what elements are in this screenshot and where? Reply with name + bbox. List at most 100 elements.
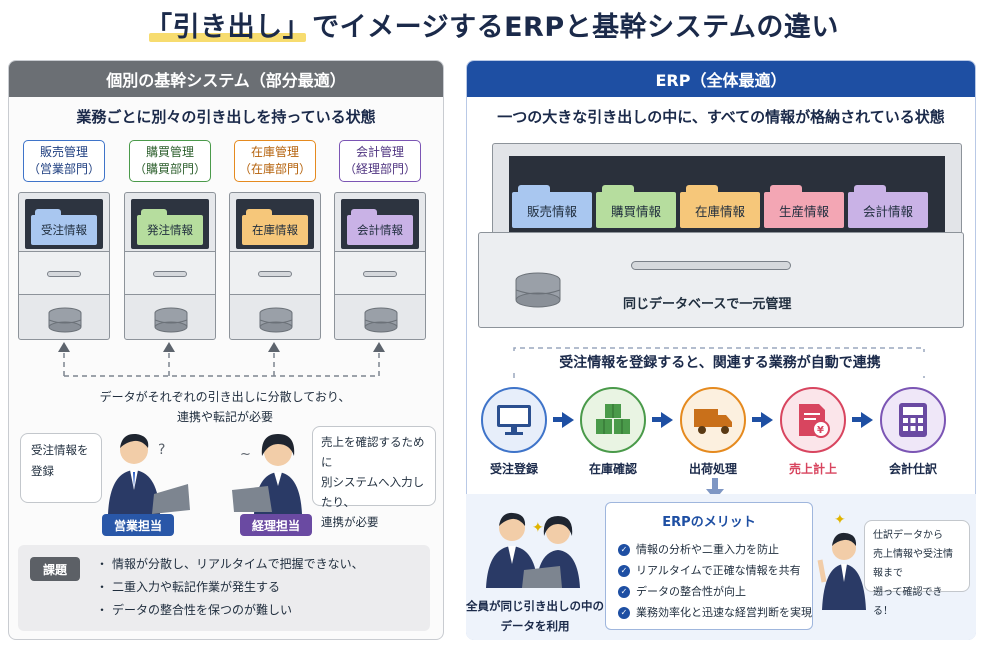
monitor-icon — [497, 405, 531, 435]
issues-box: 課題 情報が分散し、リアルタイムで把握できない、 二重入力や転記作業が発生する … — [18, 545, 430, 631]
cabinet-label-inventory: 在庫管理 （在庫部門） — [234, 140, 316, 182]
team-caption-line1: 全員が同じ引き出しの中の — [466, 599, 604, 613]
invoice-icon: ¥ — [799, 404, 830, 438]
flow-arrow-head — [562, 412, 574, 428]
cabinet-label-sales: 販売管理 （営業部門） — [23, 140, 105, 182]
cabinet-label-line1: 在庫管理 — [250, 145, 299, 159]
svg-text:¥: ¥ — [817, 425, 824, 436]
team-caption-line2: データを利用 — [500, 619, 570, 633]
sales-role-badge: 営業担当 — [102, 514, 174, 536]
folder-order-info: 受注情報 — [31, 209, 97, 245]
cabinet-label-accounting: 会計管理 （経理部門） — [339, 140, 421, 182]
team-illustration: ✦ — [486, 512, 580, 588]
folder-purchase-order-info: 発注情報 — [137, 209, 203, 245]
erp-drawer: 同じデータベースで一元管理 — [478, 232, 964, 328]
issue-item: データの整合性を保つのが難しい — [96, 599, 364, 622]
cabinet-drawer — [19, 251, 109, 295]
merit-text: 業務効率化と迅速な経営判断を実現 — [636, 606, 812, 619]
erp-folder-production: 生産情報 — [764, 185, 844, 228]
sales-speech-bubble: 受注情報を 登録 — [20, 433, 102, 503]
flow-label-shipping: 出荷処理 — [688, 462, 737, 476]
issue-item: 情報が分散し、リアルタイムで把握できない、 — [96, 553, 364, 576]
dashed-connector — [58, 342, 385, 377]
drawer-handle — [363, 271, 397, 277]
database-icon — [515, 272, 561, 308]
erp-folder-accounting: 会計情報 — [848, 185, 928, 228]
flow-step-inventory — [580, 387, 646, 453]
cabinet-label-line1: 販売管理 — [39, 145, 88, 159]
merit-text: データの整合性が向上 — [636, 585, 746, 598]
sales-person-illustration: ? — [108, 433, 190, 514]
cabinet-drawer — [125, 251, 215, 295]
accountant-role-badge: 経理担当 — [240, 514, 312, 536]
accountant-speech-bubble: 売上を確認するために 別システムへ入力したり、 連携が必要 — [312, 426, 436, 529]
individual-system-subtitle: 業務ごとに別々の引き出しを持っている状態 — [76, 107, 376, 126]
check-icon: ✓ — [618, 564, 630, 577]
cabinet-label-line1: 購買管理 — [145, 145, 194, 159]
cabinet-label-line2: （購買部門） — [133, 162, 206, 176]
cabinet-drawer — [335, 251, 425, 295]
presenter-illustration: ✦ — [817, 512, 866, 610]
merit-item: ✓リアルタイムで正確な情報を共有 — [618, 560, 812, 581]
flow-arrow — [852, 417, 862, 422]
flow-label-inventory: 在庫確認 — [588, 462, 637, 476]
issue-item: 二重入力や転記作業が発生する — [96, 576, 364, 599]
bubble-line1: 仕訳データから — [873, 530, 943, 541]
merit-list: ✓ 情報の分析や二重入力を防止 ✓リアルタイムで正確な情報を共有 ✓ データの整合性… — [618, 539, 812, 623]
folder-accounting-info: 会計情報 — [347, 209, 413, 245]
database-icon — [259, 307, 293, 333]
cabinet-label-line1: 会計管理 — [355, 145, 404, 159]
svg-text:?: ? — [158, 442, 165, 458]
cabinet-accounting: 会計情報 — [334, 192, 426, 340]
erp-folder-inventory: 在庫情報 — [680, 185, 760, 228]
title-rest: でイメージするERPと基幹システムの違い — [312, 11, 839, 43]
issues-tag: 課題 — [30, 557, 80, 581]
merit-item: ✓ データの整合性が向上 — [618, 581, 812, 602]
bubble-line2: 別システムへ入力したり、 — [321, 475, 425, 509]
boxes-icon — [596, 404, 630, 434]
cabinet-inventory: 在庫情報 — [229, 192, 321, 340]
drawer-handle — [47, 271, 81, 277]
db-label: 同じデータベースで一元管理 — [623, 297, 792, 312]
cabinet-label-line2: （経理部門） — [343, 162, 416, 176]
note-line2: 連携や転記が必要 — [176, 410, 273, 424]
svg-text:~: ~ — [240, 447, 251, 462]
merit-box: ERPのメリット ✓ 情報の分析や二重入力を防止 ✓リアルタイムで正確な情報を共有… — [605, 502, 813, 630]
drawer-handle — [258, 271, 292, 277]
flow-title: 受注情報を登録すると、関連する業務が自動で連携 — [510, 352, 930, 372]
cabinet-label-line2: （在庫部門） — [238, 162, 311, 176]
cabinet-label-line2: （営業部門） — [27, 162, 100, 176]
flow-step-sales: ¥ — [780, 387, 846, 453]
calculator-icon — [899, 403, 927, 437]
flow-label-order: 受注登録 — [489, 462, 538, 476]
bubble-line3: 連携が必要 — [321, 515, 379, 529]
merit-title: ERPのメリット — [662, 515, 756, 530]
database-icon — [154, 307, 188, 333]
title-highlight: 「引き出し」 — [143, 5, 312, 44]
cabinet-purchase: 発注情報 — [124, 192, 216, 340]
flow-label-sales: 売上計上 — [788, 462, 837, 476]
accountant-illustration: ~ — [232, 434, 302, 514]
merit-text: 情報の分析や二重入力を防止 — [636, 543, 779, 556]
bubble-line1: 売上を確認するために — [321, 435, 425, 469]
erp-header: ERP（全体最適） — [467, 61, 975, 97]
folder-inventory-info: 在庫情報 — [242, 209, 308, 245]
flow-step-shipping — [680, 387, 746, 453]
bubble-line2: 登録 — [31, 464, 54, 478]
database-icon — [48, 307, 82, 333]
check-icon: ✓ — [618, 585, 630, 598]
flow-arrow-head — [661, 412, 673, 428]
flow-arrow — [553, 417, 563, 422]
erp-subtitle: 一つの大きな引き出しの中に、すべての情報が格納されている状態 — [497, 107, 945, 126]
cabinet-sales: 受注情報 — [18, 192, 110, 340]
erp-folder-sales: 販売情報 — [512, 185, 592, 228]
flow-arrow — [752, 417, 762, 422]
team-caption: 全員が同じ引き出しの中の データを利用 — [466, 596, 604, 636]
individual-system-header: 個別の基幹システム（部分最適） — [9, 61, 443, 97]
presenter-speech-bubble: 仕訳データから 売上情報や受注情報まで 遡って確認できる！ — [864, 520, 970, 617]
merit-item: ✓ 業務効率化と迅速な経営判断を実現 — [618, 602, 812, 623]
check-icon: ✓ — [618, 606, 630, 619]
bubble-line3: 遡って確認できる！ — [873, 587, 943, 617]
cabinet-label-purchase: 購買管理 （購買部門） — [129, 140, 211, 182]
truck-icon — [694, 409, 732, 434]
